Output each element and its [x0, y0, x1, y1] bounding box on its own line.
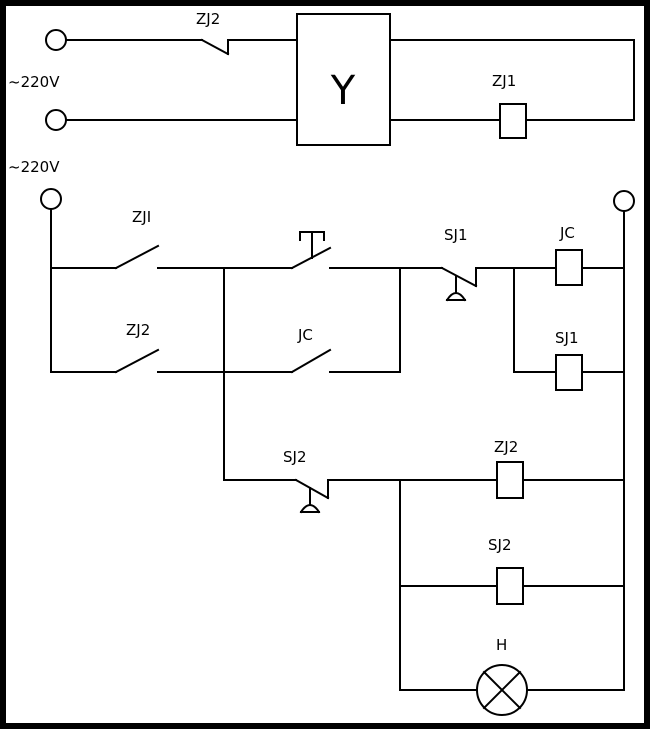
- push-button: [290, 231, 332, 270]
- sensor-symbol: Y: [330, 68, 356, 114]
- contact-zj1: [114, 244, 160, 270]
- sensor-box: [296, 13, 391, 146]
- contact-zj2: [114, 348, 160, 374]
- label-zj1: ZJI: [132, 208, 151, 226]
- label-lamp-h: H: [496, 636, 507, 654]
- label-zj2-top: ZJ2: [196, 10, 220, 28]
- contact-zj2-top: [200, 38, 230, 56]
- label-ac-top: ~220V: [8, 73, 60, 91]
- label-zj2: ZJ2: [126, 321, 150, 339]
- label-jc-coil: JC: [559, 224, 575, 242]
- bottom-circuit: ~220V: [8, 158, 635, 716]
- label-zj2-coil: ZJ2: [494, 438, 518, 456]
- diagram-background: [6, 6, 644, 723]
- top-circuit: Y ZJ2 ~220V ZJ1: [8, 10, 635, 146]
- label-sj1-contact: SJ1: [444, 226, 468, 244]
- contact-sj2: [294, 478, 330, 514]
- contact-sj1: [440, 266, 478, 302]
- label-jc-contact: JC: [297, 326, 313, 344]
- label-sj2-contact: SJ2: [283, 448, 307, 466]
- contact-jc: [290, 348, 332, 374]
- label-sj1-coil: SJ1: [555, 329, 579, 347]
- label-sj2-coil: SJ2: [488, 536, 512, 554]
- label-zj1-top: ZJ1: [492, 72, 516, 90]
- label-ac-bottom: ~220V: [8, 158, 60, 176]
